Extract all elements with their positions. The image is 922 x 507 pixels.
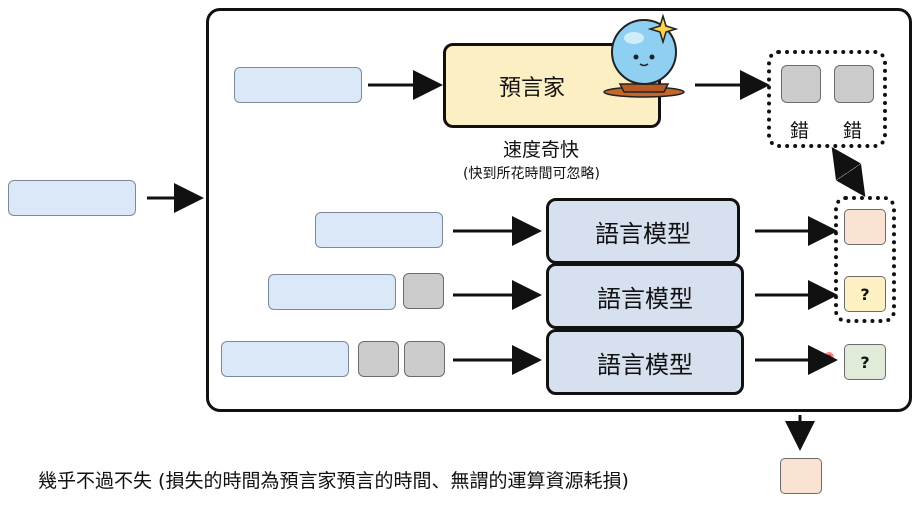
oracle-caption: 速度奇快 [503,139,580,161]
outer-input-box [8,180,136,216]
footer-peach-box [780,458,822,494]
lm-outputs-group [834,196,896,323]
lm2-token-1 [403,273,444,309]
lm1-input-box [315,212,443,248]
unknown-output-box-2: ? [844,344,886,380]
lm2-input-box [268,274,396,310]
lm3-token-1 [358,341,399,377]
footer-text: 幾乎不過不失 (損失的時間為預言家預言的時間、無謂的運算資源耗損) [38,470,629,492]
wrong-output-token-2 [834,65,874,103]
unknown-mark-1: ? [860,284,870,304]
arrow-compare-dotted [831,147,866,197]
unknown-mark-2: ? [860,352,870,372]
wrong-label-1: 錯 [790,120,810,142]
lm-box-2: 語言模型 [546,263,744,329]
peach-output-box [844,209,886,245]
lm-label-3: 語言模型 [597,350,693,379]
lm3-input-box [221,341,349,377]
lm-label-2: 語言模型 [597,284,693,313]
crystal-ball-icon [603,19,685,98]
lm-label-1: 語言模型 [595,219,691,248]
unknown-output-box-1: ? [844,276,886,312]
oracle-subcaption: (快到所花時間可忽略) [463,166,600,182]
wrong-label-2: 錯 [843,120,863,142]
oracle-label: 預言家 [498,75,565,101]
lm3-token-2 [404,341,445,377]
oracle-input-box [234,67,362,103]
sparkle-icon [648,14,678,44]
wrong-output-token-1 [781,65,821,103]
lm-box-3: 語言模型 [546,329,744,395]
lm-box-1: 語言模型 [546,198,740,264]
